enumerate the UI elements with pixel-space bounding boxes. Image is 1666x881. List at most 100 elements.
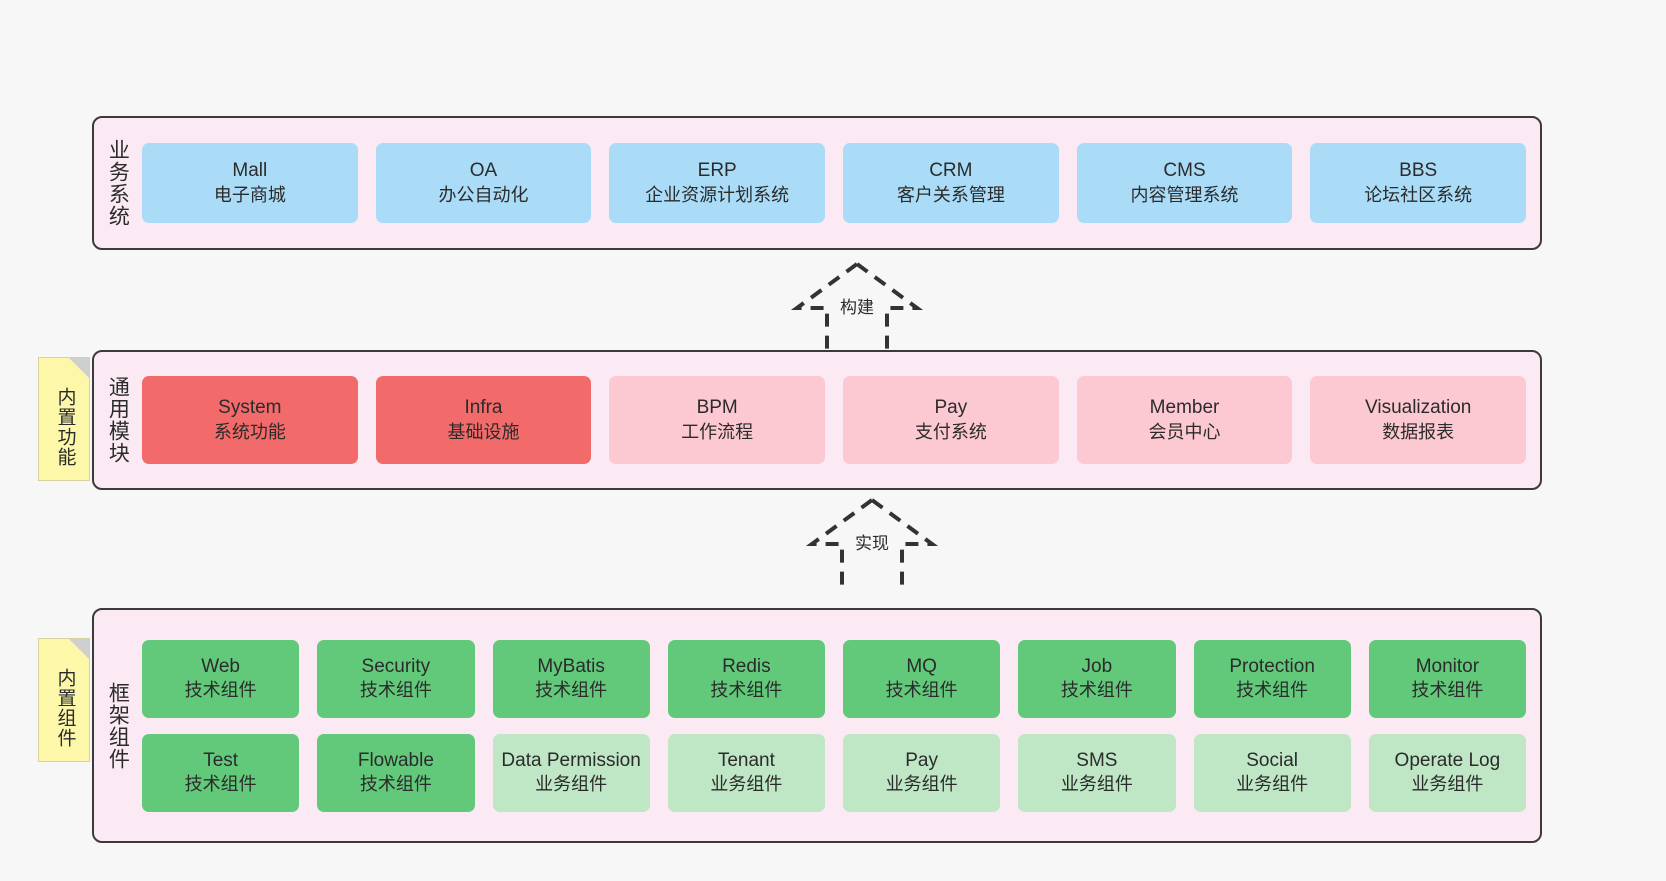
framework-node-r1-6[interactable]: Job 技术组件 <box>1018 639 1176 718</box>
framework-node-r1-4[interactable]: Redis 技术组件 <box>667 639 825 718</box>
node-title-en: Visualization <box>1365 397 1472 419</box>
node-subtitle-cn: 业务组件 <box>710 774 783 795</box>
node-subtitle-cn: 技术组件 <box>1236 680 1309 701</box>
layer-framework-title: 框架组件 <box>106 681 130 770</box>
node-title-en: Mall <box>232 160 268 182</box>
node-subtitle-cn: 技术组件 <box>359 774 432 795</box>
framework-node-r2-1[interactable]: Test 技术组件 <box>142 733 300 812</box>
node-title-en: Web <box>201 655 240 677</box>
node-title-en: Flowable <box>357 749 434 771</box>
connector-build-label: 构建 <box>837 298 877 319</box>
node-title-en: BPM <box>696 397 738 419</box>
note-fold-icon <box>69 358 89 378</box>
node-title-en: Operate Log <box>1394 749 1501 771</box>
framework-node-r2-2[interactable]: Flowable 技术组件 <box>317 733 475 812</box>
node-title-en: MQ <box>906 655 937 677</box>
framework-node-r1-3[interactable]: MyBatis 技术组件 <box>492 639 650 718</box>
node-subtitle-cn: 业务组件 <box>1236 774 1309 795</box>
node-title-en: OA <box>469 160 498 182</box>
node-title-en: Infra <box>464 397 503 419</box>
node-subtitle-cn: 技术组件 <box>184 774 257 795</box>
connector-build: 构建 <box>772 258 942 350</box>
node-title-en: Redis <box>722 655 771 677</box>
node-title-en: MyBatis <box>537 655 605 677</box>
node-subtitle-cn: 数据报表 <box>1382 421 1455 442</box>
layer-business-title: 业务系统 <box>106 139 130 227</box>
node-title-en: Data Permission <box>501 749 641 771</box>
framework-node-r1-8[interactable]: Monitor 技术组件 <box>1368 639 1526 718</box>
framework-node-r2-7[interactable]: Social 业务组件 <box>1193 733 1351 812</box>
framework-node-r1-5[interactable]: MQ 技术组件 <box>843 639 1001 718</box>
node-subtitle-cn: 技术组件 <box>535 680 608 701</box>
node-subtitle-cn: 技术组件 <box>710 680 783 701</box>
node-subtitle-cn: 技术组件 <box>1060 680 1133 701</box>
node-subtitle-cn: 技术组件 <box>359 680 432 701</box>
node-subtitle-cn: 业务组件 <box>1060 774 1133 795</box>
note-fold-icon <box>69 639 89 659</box>
node-subtitle-cn: 电子商城 <box>213 184 286 205</box>
node-subtitle-cn: 论坛社区系统 <box>1364 184 1473 205</box>
note-builtin-components: 内置组件 <box>38 638 90 762</box>
node-title-en: System <box>218 397 282 419</box>
node-title-en: Job <box>1081 655 1113 677</box>
node-subtitle-cn: 会员中心 <box>1148 421 1221 442</box>
framework-node-r2-8[interactable]: Operate Log 业务组件 <box>1368 733 1526 812</box>
node-subtitle-cn: 业务组件 <box>1411 774 1484 795</box>
note-builtin-features: 内置功能 <box>38 357 90 481</box>
connector-implement-label: 实现 <box>852 534 892 555</box>
node-subtitle-cn: 系统功能 <box>213 421 286 442</box>
framework-node-r1-1[interactable]: Web 技术组件 <box>142 639 300 718</box>
node-subtitle-cn: 技术组件 <box>885 680 958 701</box>
node-subtitle-cn: 内容管理系统 <box>1130 184 1239 205</box>
node-title-en: CMS <box>1163 160 1206 182</box>
node-subtitle-cn: 业务组件 <box>535 774 608 795</box>
node-subtitle-cn: 客户关系管理 <box>896 184 1005 205</box>
node-subtitle-cn: 支付系统 <box>914 421 987 442</box>
node-subtitle-cn: 工作流程 <box>681 421 754 442</box>
node-title-en: Test <box>203 749 239 771</box>
node-title-en: SMS <box>1076 749 1118 771</box>
framework-node-r2-3[interactable]: Data Permission 业务组件 <box>492 733 650 812</box>
node-title-en: Monitor <box>1415 655 1480 677</box>
node-title-en: Social <box>1246 749 1298 771</box>
framework-node-r1-7[interactable]: Protection 技术组件 <box>1193 639 1351 718</box>
note-builtin-features-text: 内置功能 <box>54 387 76 467</box>
node-subtitle-cn: 办公自动化 <box>438 184 529 205</box>
node-subtitle-cn: 技术组件 <box>1411 680 1484 701</box>
node-title-en: CRM <box>929 160 973 182</box>
node-title-en: Pay <box>934 397 968 419</box>
framework-node-r1-2[interactable]: Security 技术组件 <box>317 639 475 718</box>
node-title-en: Protection <box>1229 655 1315 677</box>
node-subtitle-cn: 业务组件 <box>885 774 958 795</box>
framework-node-r2-6[interactable]: SMS 业务组件 <box>1018 733 1176 812</box>
node-subtitle-cn: 基础设施 <box>447 421 520 442</box>
node-title-en: ERP <box>697 160 737 182</box>
node-subtitle-cn: 技术组件 <box>184 680 257 701</box>
node-title-en: Security <box>361 655 431 677</box>
